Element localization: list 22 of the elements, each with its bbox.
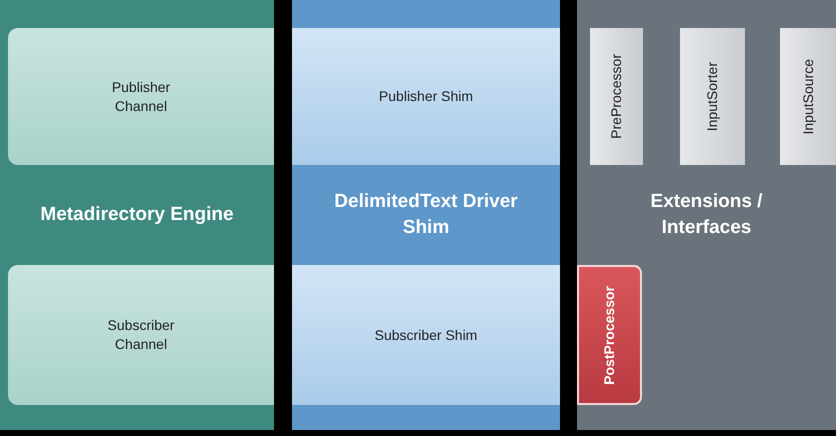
cell-label: PostProcessor — [600, 286, 618, 384]
column-title: Extensions / Interfaces — [650, 190, 764, 240]
cell-label: InputSorter — [703, 62, 721, 132]
extension-slot — [590, 28, 643, 165]
cell-label: Publisher Shim — [378, 87, 474, 106]
extension-slot — [780, 28, 836, 165]
column-panel — [577, 0, 836, 430]
cell-label: InputSource — [798, 58, 817, 134]
extension-slot — [680, 28, 745, 165]
cell-label: Publisher Channel — [110, 78, 172, 116]
channel-panel — [8, 28, 274, 165]
column-panel — [292, 0, 560, 430]
cell-label: Subscriber Channel — [106, 316, 176, 354]
channel-panel — [292, 265, 560, 405]
column-panel — [0, 0, 274, 430]
channel-panel — [292, 28, 560, 165]
processor-tab — [577, 265, 642, 405]
channel-panel — [8, 265, 274, 405]
cell-label: Subscriber Shim — [374, 326, 478, 344]
column-title: DelimitedText Driver Shim — [333, 190, 519, 240]
cell-label: PreProcessor — [607, 54, 625, 139]
column-title: Metadirectory Engine — [39, 203, 235, 227]
